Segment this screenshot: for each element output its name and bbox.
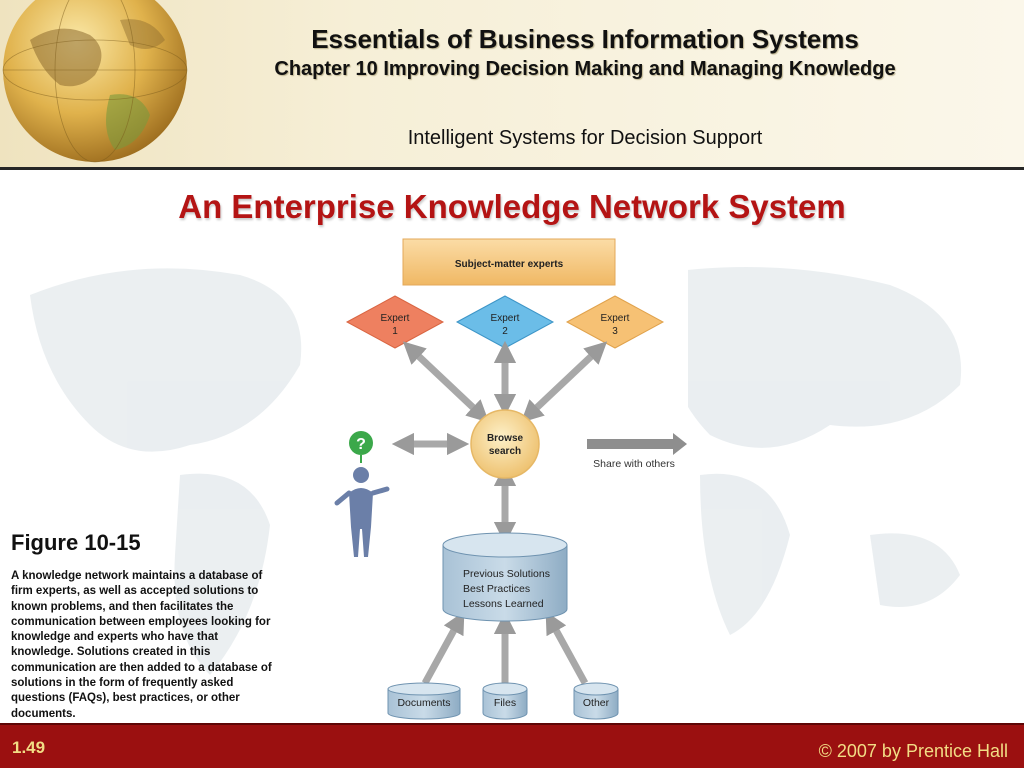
expert-1-node: Expert 1 [345, 295, 445, 349]
slide-title: An Enterprise Knowledge Network System [178, 188, 846, 225]
figure-caption: A knowledge network maintains a database… [11, 570, 272, 720]
share-label: Share with others [593, 458, 675, 470]
expert-2-label: Expert [491, 313, 520, 324]
database-line-3: Lessons Learned [463, 598, 544, 610]
slide-footer [0, 725, 1024, 768]
expert-3-diamond [565, 295, 665, 349]
hub-label-1: Browse [487, 433, 524, 444]
slide-number: 1.49 [12, 738, 46, 757]
copyright-notice: © 2007 by Prentice Hall [818, 741, 1008, 761]
question-mark-person-icon: ? [334, 431, 390, 557]
expert-2-diamond [455, 295, 555, 349]
chapter-title: Chapter 10 Improving Decision Making and… [274, 58, 896, 80]
expert-1-label: Expert [381, 313, 410, 324]
knowledge-network-diagram: Subject-matter experts Expert 1 Expert 2… [333, 237, 688, 720]
subject-matter-experts-banner [402, 238, 616, 286]
expert-3-node: Expert 3 [565, 295, 665, 349]
browse-search-hub [470, 409, 540, 479]
world-map-watermark [30, 267, 962, 675]
expert-3-number: 3 [612, 326, 618, 337]
book-title: Essentials of Business Information Syste… [311, 24, 859, 54]
header-divider [0, 167, 1024, 170]
source-documents-label: Documents [397, 697, 450, 709]
database-line-1: Previous Solutions [463, 568, 550, 580]
source-files: Files [482, 682, 528, 720]
source-other-label: Other [583, 697, 610, 709]
solutions-database: Previous Solutions Best Practices Lesson… [442, 532, 568, 622]
hub-label-2: search [489, 446, 521, 457]
source-other: Other [573, 682, 619, 720]
footer-divider [0, 723, 1024, 726]
expert-1-diamond [345, 295, 445, 349]
arrow-expert3-hub [520, 341, 608, 423]
section-title: Intelligent Systems for Decision Support [407, 127, 763, 149]
expert-1-number: 1 [392, 326, 398, 337]
arrow-expert1-hub [402, 341, 490, 423]
arrow-other-database [545, 611, 589, 685]
source-files-label: Files [494, 697, 516, 709]
figure-number: Figure 10-15 [11, 530, 141, 555]
expert-3-label: Expert [601, 313, 630, 324]
database-line-2: Best Practices [463, 583, 530, 595]
expert-2-number: 2 [502, 326, 508, 337]
banner-label: Subject-matter experts [455, 259, 564, 270]
arrow-documents-database [421, 611, 465, 685]
expert-2-node: Expert 2 [455, 295, 555, 349]
svg-text:?: ? [356, 436, 366, 453]
globe-icon [2, 0, 188, 163]
share-arrow [587, 433, 687, 455]
source-documents: Documents [387, 682, 461, 720]
